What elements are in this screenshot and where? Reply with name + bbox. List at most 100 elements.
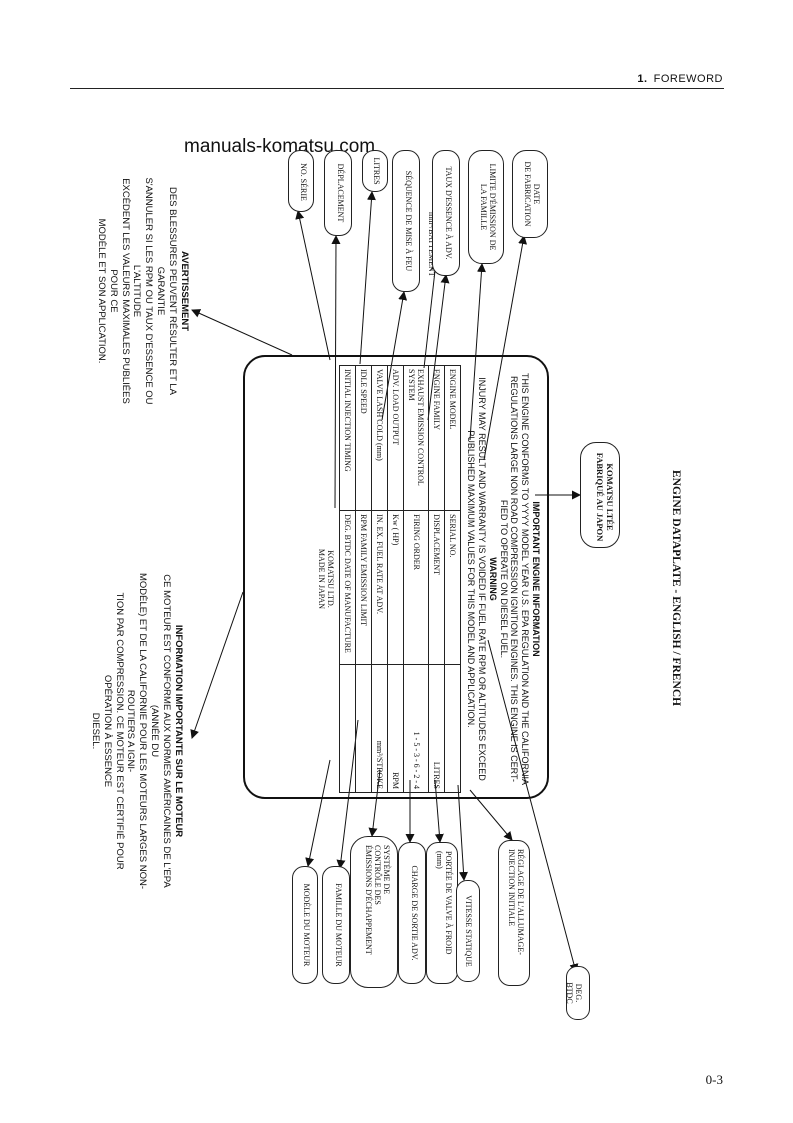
maker-fr-line: KOMATSU LTÉE <box>605 463 615 531</box>
warning-fr-line: DES BLESSURES PEUVENT RÉSULTER ET LA GAR… <box>155 186 179 395</box>
info-fr-line: TION PAR COMPRESSION. CE MOTEUR EST CERT… <box>101 592 125 870</box>
row-mid: RPM FAMILY EMISSION LIMIT <box>355 510 372 665</box>
row-label: ADV. LOAD OUTPUT <box>387 365 404 511</box>
plate-warning-line: INJURY MAY RESULT AND WARRANTY IS VOIDED… <box>477 377 488 781</box>
label-text: MODÈLE DU MOTEUR <box>302 883 311 967</box>
warning-fr-line: EXCÈDENT LES VALEURS MAXIMALES PUBLIÉES … <box>107 178 131 404</box>
figure-caption: ENGINE DATAPLATE - ENGLISH / FRENCH <box>670 470 682 707</box>
plate-intro-line: THIS ENGINE CONFORMS TO YYYY MODEL YEAR … <box>520 373 531 785</box>
label-text: LITRES <box>372 157 381 185</box>
row-label: VALVE LASH COLD (mm) <box>371 365 388 511</box>
label-text: VITESSE STATIQUE <box>464 895 473 967</box>
section-title: FOREWORD <box>653 73 723 85</box>
row-right: LITRES <box>428 664 445 793</box>
plate-header: IMPORTANT ENGINE INFORMATION THIS ENGINE… <box>465 365 541 793</box>
plate-title: IMPORTANT ENGINE INFORMATION <box>531 501 541 657</box>
label-line: DATE <box>532 183 541 205</box>
label-line: INJECTION INITIALE <box>506 849 516 927</box>
plate-maker-line: KOMATSU LTD. <box>326 550 336 608</box>
label-text: DATE DE FABRICATION <box>523 157 541 231</box>
row-label: EXHAUST EMISSION CONTROL SYSTEM <box>403 365 429 511</box>
warning-fr-line: MODÈLE ET SON APPLICATION. <box>95 218 107 364</box>
label-deg-btdc: DEG. BTDC <box>565 966 590 1020</box>
warning-fr-title: AVERTISSEMENT <box>179 250 190 332</box>
page-number: 0-3 <box>705 1072 723 1087</box>
row-right: 1 - 5 - 3 - 6 - 2 - 4 <box>403 664 429 793</box>
table-row: ADV. LOAD OUTPUT Kw ( HP) RPM <box>387 365 404 793</box>
label-displacement: DÉPLACEMENT <box>324 150 352 236</box>
engine-dataplate: IMPORTANT ENGINE INFORMATION THIS ENGINE… <box>243 355 549 799</box>
label-line: (mm) <box>434 851 444 869</box>
plate-warning-line: PUBLISHED MAXIMUM VALUES FOR THIS MODEL … <box>466 430 477 728</box>
dataplate-content: IMPORTANT ENGINE INFORMATION THIS ENGINE… <box>316 365 541 793</box>
table-row: ENGINE FAMILY DISPLACEMENT LITRES <box>428 365 445 793</box>
watermark: manuals-komatsu.com <box>184 136 376 157</box>
row-label: IDLE SPEED <box>355 365 372 511</box>
info-fr-line: MODÈLE) ET DE LA CALIFORNIE POUR LES MOT… <box>125 572 149 890</box>
row-label: ENGINE FAMILY <box>428 365 445 511</box>
label-line: ÉMISSIONS D'ÉCHAPPEMENT <box>363 845 373 955</box>
label-idle-speed: VITESSE STATIQUE <box>456 880 480 982</box>
header-rule <box>70 88 724 89</box>
row-right: mm³/STROKE <box>371 664 388 793</box>
label-litres: LITRES <box>362 150 388 192</box>
warning-fr-line: S'ANNULER SI LES RPM OU TAUX D'ESSENCE O… <box>131 177 155 405</box>
label-line: SYSTÈME DE <box>382 845 391 895</box>
label-text: CHARGE DE SORTIE ADV. <box>410 865 419 961</box>
plate-maker-line: MADE IN JAPAN <box>316 548 326 610</box>
section-number: 1. <box>637 73 648 85</box>
row-mid: IN. EX. FUEL RATE AT ADV. <box>371 510 388 665</box>
label-text: LIMITE D'ÉMISSION DE LA FAMILLE <box>479 159 497 255</box>
label-line: LA FAMILLE <box>478 183 488 231</box>
label-engine-model: MODÈLE DU MOTEUR <box>292 866 318 984</box>
table-row: IDLE SPEED RPM FAMILY EMISSION LIMIT <box>355 365 372 793</box>
info-fr-title: INFORMATION IMPORTANTE SUR LE MOTEUR <box>173 624 184 838</box>
page-header: 1. FOREWORD <box>637 73 723 85</box>
table-row: EXHAUST EMISSION CONTROL SYSTEM FIRING O… <box>403 365 429 793</box>
info-fr-line: CE MOTEUR EST CONFORME AUX NORMES AMÉRIC… <box>149 574 173 888</box>
table-row: VALVE LASH COLD (mm) IN. EX. FUEL RATE A… <box>371 365 388 793</box>
maker-fr-text: KOMATSU LTÉE FABRIQUÉ AU JAPON <box>595 451 615 543</box>
plate-intro-line: FIED TO OPERATE ON DIESEL FUEL. <box>498 499 509 659</box>
info-fr-line: DIESEL. <box>89 712 101 750</box>
row-label: ENGINE MODEL <box>444 365 461 511</box>
info-fr-block: INFORMATION IMPORTANTE SUR LE MOTEUR CE … <box>89 572 184 890</box>
label-line: PORTÉE DE VALVE À FROID <box>444 851 453 955</box>
warning-fr-block: AVERTISSEMENT DES BLESSURES PEUVENT RÉSU… <box>95 168 190 414</box>
row-mid: FIRING ORDER <box>403 510 429 665</box>
row-right <box>355 664 372 793</box>
row-mid: Kw ( HP) <box>387 510 404 665</box>
label-text: DÉPLACEMENT <box>336 163 345 223</box>
label-injection-timing: RÉGLAGE DE L'ALLUMAGE- INJECTION INITIAL… <box>498 840 530 986</box>
label-valve-lash: PORTÉE DE VALVE À FROID (mm) <box>426 842 458 984</box>
row-mid: SERIAL NO. <box>444 510 461 665</box>
label-firing-order: SÉQUENCE DE MISE À FEU <box>392 150 420 292</box>
label-text: NO. SÉRIE <box>299 163 308 201</box>
label-load-output: CHARGE DE SORTIE ADV. <box>398 842 426 984</box>
label-line: LIMITE D'ÉMISSION DE <box>488 163 497 251</box>
maker-fr-line: FABRIQUÉ AU JAPON <box>594 452 605 542</box>
label-text: RÉGLAGE DE L'ALLUMAGE- INJECTION INITIAL… <box>507 849 525 977</box>
label-text: SÉQUENCE DE MISE À FEU <box>404 170 413 272</box>
label-line: RÉGLAGE DE L'ALLUMAGE- <box>516 849 525 955</box>
table-row: ENGINE MODEL SERIAL NO. <box>444 365 461 793</box>
row-label: INITIAL INJECTION TIMING <box>339 365 356 511</box>
label-line: DE FABRICATION <box>522 161 532 227</box>
label-serial-no: NO. SÉRIE <box>288 150 314 212</box>
plate-warning-title: WARNING <box>487 557 498 601</box>
label-text: SYSTÈME DE CONTRÔLE DES ÉMISSIONS D'ÉCHA… <box>363 845 391 979</box>
plate-table: ENGINE MODEL SERIAL NO. ENGINE FAMILY DI… <box>339 365 461 793</box>
label-text: DEG. BTDC <box>565 982 583 1004</box>
row-mid: DISPLACEMENT <box>428 510 445 665</box>
row-right <box>339 664 356 793</box>
label-engine-family: FAMILLE DU MOTEUR <box>322 866 350 984</box>
label-date-manufacture: DATE DE FABRICATION <box>512 150 548 238</box>
row-mid: DEG. BTDC DATE OF MANUFACTURE <box>339 510 356 665</box>
label-exhaust-control: SYSTÈME DE CONTRÔLE DES ÉMISSIONS D'ÉCHA… <box>350 836 398 988</box>
label-text: PORTÉE DE VALVE À FROID (mm) <box>435 851 453 975</box>
label-fuel-rate: TAUX D'ESSENCE À ADV. <box>432 150 460 276</box>
label-text: TAUX D'ESSENCE À ADV. <box>444 166 453 260</box>
plate-intro-line: REGULATIONS LARGE NON ROAD COMPRESSION I… <box>509 375 520 783</box>
table-row: INITIAL INJECTION TIMING DEG. BTDC DATE … <box>339 365 356 793</box>
